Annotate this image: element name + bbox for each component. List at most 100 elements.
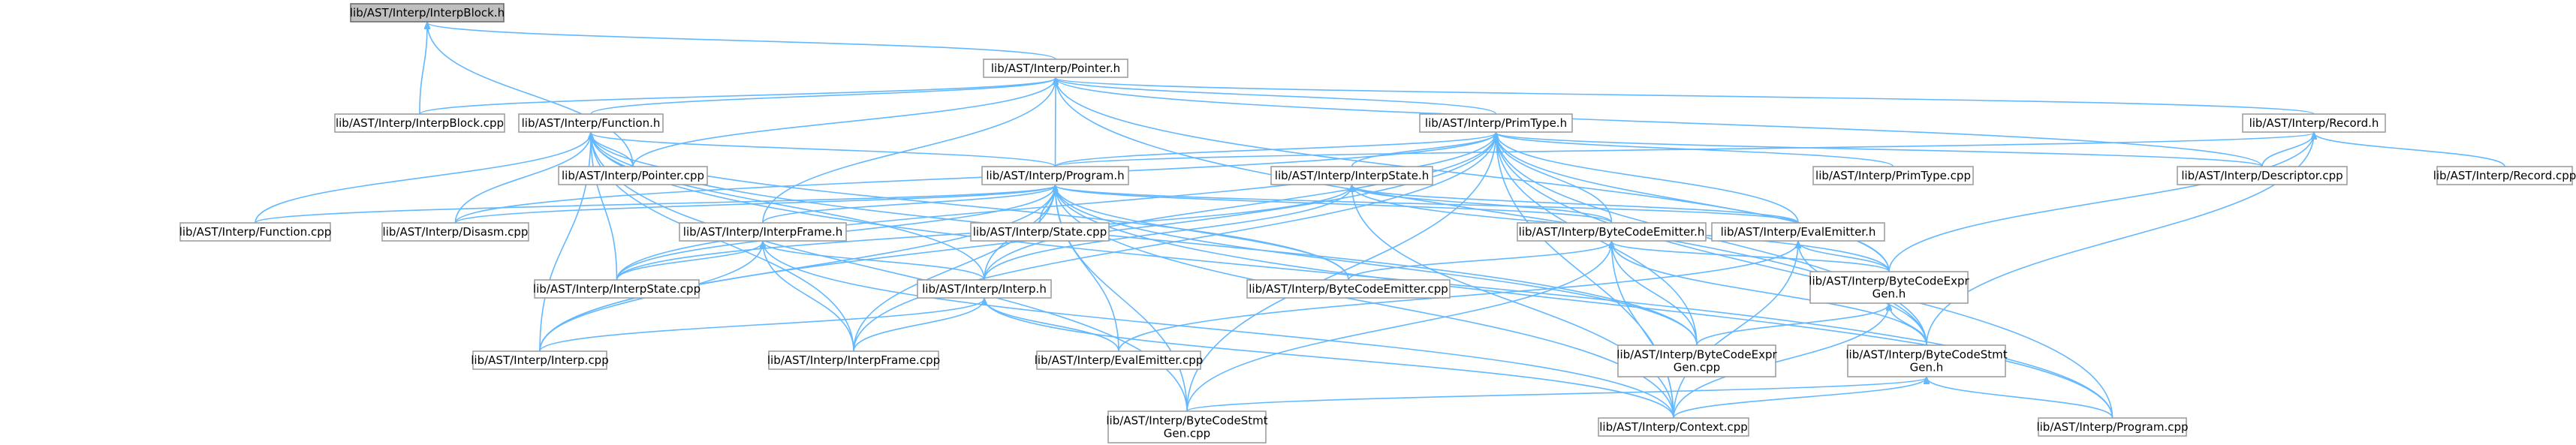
node-context-cpp[interactable]: lib/AST/Interp/Context.cpp <box>1598 417 1749 437</box>
node-label: lib/AST/Interp/State.cpp <box>973 225 1107 239</box>
edge-program_h-to-interpframe_cpp <box>853 185 1056 352</box>
edge-pointer_h-to-pointer_cpp <box>632 78 1056 167</box>
node-interpblock-cpp[interactable]: lib/AST/Interp/InterpBlock.cpp <box>334 113 505 133</box>
node-label: lib/AST/Interp/InterpState.h <box>1275 169 1429 182</box>
node-box <box>2177 166 2348 185</box>
edge-interpstate_h-to-interp_h <box>984 185 1352 281</box>
node-box <box>2038 417 2187 437</box>
edge-record_h-to-program_h <box>1054 133 2315 167</box>
edge-interpblock_h-to-pointer_cpp <box>427 23 634 167</box>
edge-pointer_h-to-interpframe_h <box>762 78 1056 224</box>
edge-function_h-to-program_h <box>591 133 1056 167</box>
node-label: lib/AST/Interp/Record.h <box>2249 116 2379 130</box>
node-state-cpp[interactable]: lib/AST/Interp/State.cpp <box>970 222 1110 242</box>
node-program-cpp[interactable]: lib/AST/Interp/Program.cpp <box>2036 417 2189 437</box>
node-label: lib/AST/Interp/Interp.h <box>922 282 1047 296</box>
node-label: lib/AST/Interp/InterpFrame.cpp <box>767 353 940 367</box>
node-bytecodeemitter-cpp[interactable]: lib/AST/Interp/ByteCodeEmitter.cpp <box>1246 279 1451 299</box>
edge-primtype_h-to-descriptor_cpp <box>1496 133 2263 167</box>
edge-program_h-to-interpframe_h <box>762 185 1056 224</box>
node-primtype-h[interactable]: lib/AST/Interp/PrimType.h <box>1419 113 1573 133</box>
node-box <box>1847 344 2006 377</box>
node-pointer-cpp[interactable]: lib/AST/Interp/Pointer.cpp <box>558 166 708 185</box>
node-primtype-cpp[interactable]: lib/AST/Interp/PrimType.cpp <box>1812 166 1974 185</box>
node-evalemitter-h[interactable]: lib/AST/Interp/EvalEmitter.h <box>1711 222 1885 242</box>
edge-bytecodeemitter_h-to-bytecodestmtgen_cpp <box>1186 242 1612 412</box>
node-record-h[interactable]: lib/AST/Interp/Record.h <box>2242 113 2386 133</box>
node-label: lib/AST/Interp/InterpBlock.cpp <box>336 116 504 130</box>
edge-pointer_h-to-record_h <box>1056 78 2315 115</box>
node-box <box>1419 113 1573 133</box>
node-box <box>970 222 1110 242</box>
node-label: lib/AST/Interp/EvalEmitter.h <box>1721 225 1876 239</box>
node-label: lib/AST/Interp/ByteCodeStmt <box>1106 414 1267 428</box>
node-label: lib/AST/Interp/Program.cpp <box>2036 420 2188 434</box>
node-box <box>534 279 700 299</box>
node-interpstate-cpp[interactable]: lib/AST/Interp/InterpState.cpp <box>533 279 700 299</box>
node-label: lib/AST/Interp/ByteCodeEmitter.h <box>1519 225 1705 239</box>
edge-function_h-to-interpstate_cpp <box>591 133 618 281</box>
edge-bytecodestmtgen_h-to-bytecodestmtgen_cpp <box>1186 377 1927 412</box>
edge-primtype_h-to-interpstate_h <box>1351 133 1496 167</box>
node-bytecodeemitter-h[interactable]: lib/AST/Interp/ByteCodeEmitter.h <box>1517 222 1707 242</box>
node-function-cpp[interactable]: lib/AST/Interp/Function.cpp <box>179 222 332 242</box>
edge-interpframe_h-to-interp_h <box>763 242 985 281</box>
edge-record_h-to-record_cpp <box>2314 133 2505 167</box>
edge-function_h-to-interp_h <box>591 133 985 281</box>
edge-interp_h-to-interp_cpp <box>539 299 984 352</box>
node-label: lib/AST/Interp/EvalEmitter.cpp <box>1035 353 1204 367</box>
edge-function_h-to-program_cpp <box>591 133 2114 419</box>
node-function-h[interactable]: lib/AST/Interp/Function.h <box>518 113 664 133</box>
edge-function_h-to-disasm_cpp <box>454 133 592 224</box>
node-label: Gen.cpp <box>1674 361 1720 374</box>
node-descriptor-cpp[interactable]: lib/AST/Interp/Descriptor.cpp <box>2177 166 2348 185</box>
edge-interpframe_h-to-interpframe_cpp <box>763 242 854 352</box>
edge-bytecodeemitter_h-to-bytecodeexprgen_h <box>1612 242 1890 272</box>
edge-program_h-to-disasm_cpp <box>454 185 1056 224</box>
edge-primtype_h-to-disasm_cpp <box>454 133 1496 224</box>
node-interp-h[interactable]: lib/AST/Interp/Interp.h <box>917 279 1052 299</box>
node-interpstate-h[interactable]: lib/AST/Interp/InterpState.h <box>1270 166 1433 185</box>
edge-bytecodeexprgen_h-to-bytecodeexprgen_cpp <box>1696 304 1889 346</box>
edge-primtype_h-to-program_cpp <box>1496 133 2114 419</box>
node-evalemitter-cpp[interactable]: lib/AST/Interp/EvalEmitter.cpp <box>1035 350 1204 370</box>
node-label: lib/AST/Interp/ByteCodeExpr <box>1809 275 1969 288</box>
node-interpframe-cpp[interactable]: lib/AST/Interp/InterpFrame.cpp <box>767 350 940 370</box>
node-box <box>1517 222 1707 242</box>
edge-bytecodestmtgen_h-to-context_cpp <box>1673 377 1927 419</box>
node-interpblock-h[interactable]: lib/AST/Interp/InterpBlock.h <box>350 3 505 23</box>
node-program-h[interactable]: lib/AST/Interp/Program.h <box>981 166 1129 185</box>
node-interp-cpp[interactable]: lib/AST/Interp/Interp.cpp <box>471 350 609 370</box>
edge-bytecodestmtgen_h-to-program_cpp <box>1927 377 2114 419</box>
node-pointer-h[interactable]: lib/AST/Interp/Pointer.h <box>983 59 1128 78</box>
edge-pointer_h-to-interpblock_cpp <box>419 78 1056 115</box>
node-record-cpp[interactable]: lib/AST/Interp/Record.cpp <box>2433 166 2576 185</box>
edge-interp_h-to-evalemitter_cpp <box>984 299 1119 352</box>
edge-function_h-to-interp_cpp <box>539 133 591 352</box>
node-label: lib/AST/Interp/Disasm.cpp <box>383 225 529 239</box>
node-label: Gen.h <box>1910 361 1944 374</box>
node-box <box>1617 344 1776 377</box>
node-box <box>1809 271 1969 304</box>
edge-pointer_h-to-descriptor_cpp <box>1056 78 2263 167</box>
node-label: lib/AST/Interp/InterpBlock.h <box>350 6 505 20</box>
edge-primtype_h-to-program_h <box>1054 133 1496 167</box>
edge-bytecodeemitter_h-to-bytecodestmtgen_h <box>1612 242 1927 346</box>
node-label: lib/AST/Interp/Pointer.h <box>991 62 1120 75</box>
node-label: Gen.h <box>1872 287 1906 301</box>
node-interpframe-h[interactable]: lib/AST/Interp/InterpFrame.h <box>679 222 847 242</box>
edge-function_h-to-function_cpp <box>255 133 591 224</box>
node-box <box>679 222 847 242</box>
edge-evalemitter_h-to-context_cpp <box>1673 242 1798 419</box>
node-box <box>1107 410 1267 443</box>
node-disasm-cpp[interactable]: lib/AST/Interp/Disasm.cpp <box>381 222 529 242</box>
edge-interpblock_h-to-pointer_h <box>427 23 1056 60</box>
node-box <box>518 113 664 133</box>
edge-primtype_h-to-interp_h <box>984 133 1496 281</box>
node-label: lib/AST/Interp/PrimType.cpp <box>1815 169 1971 182</box>
